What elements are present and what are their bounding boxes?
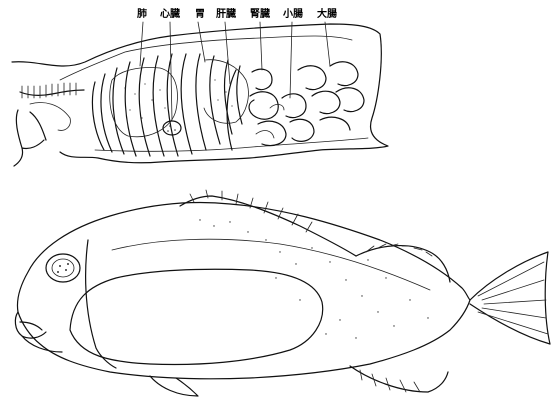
label-kidney: 腎臓 <box>250 7 270 20</box>
label-stomach: 胃 <box>195 8 205 20</box>
label-small-intestine: 小腸 <box>282 7 303 20</box>
mammal-anatomy-figure: 肺 心臓 胃 肝臓 腎臓 小腸 大腸 <box>12 7 388 166</box>
label-heart: 心臓 <box>160 7 180 20</box>
fish-tail-fin <box>470 252 550 344</box>
mammal-rib-cage <box>92 54 242 156</box>
organ-labels: 肺 心臓 胃 肝臓 腎臓 小腸 大腸 <box>137 7 337 20</box>
mammal-kidney <box>252 69 272 89</box>
fish-swim-bladder <box>70 269 323 364</box>
mammal-forelimb <box>14 110 46 166</box>
fish-markings <box>199 219 428 338</box>
fish-anal-fin <box>350 366 448 392</box>
label-large-intestine: 大腸 <box>317 7 337 20</box>
mammal-spine-neck <box>20 83 84 98</box>
mammal-scapula <box>30 103 70 131</box>
mammal-diaphragm <box>227 70 236 150</box>
fish-operculum <box>86 240 116 368</box>
mammal-intestines <box>249 62 364 146</box>
mammal-inner-wall <box>60 36 352 80</box>
label-lung: 肺 <box>137 7 147 20</box>
mammal-body-outline <box>12 24 388 163</box>
fish-anatomy-figure <box>15 190 550 396</box>
fish-eye <box>46 254 80 282</box>
label-liver: 肝臓 <box>216 7 236 20</box>
